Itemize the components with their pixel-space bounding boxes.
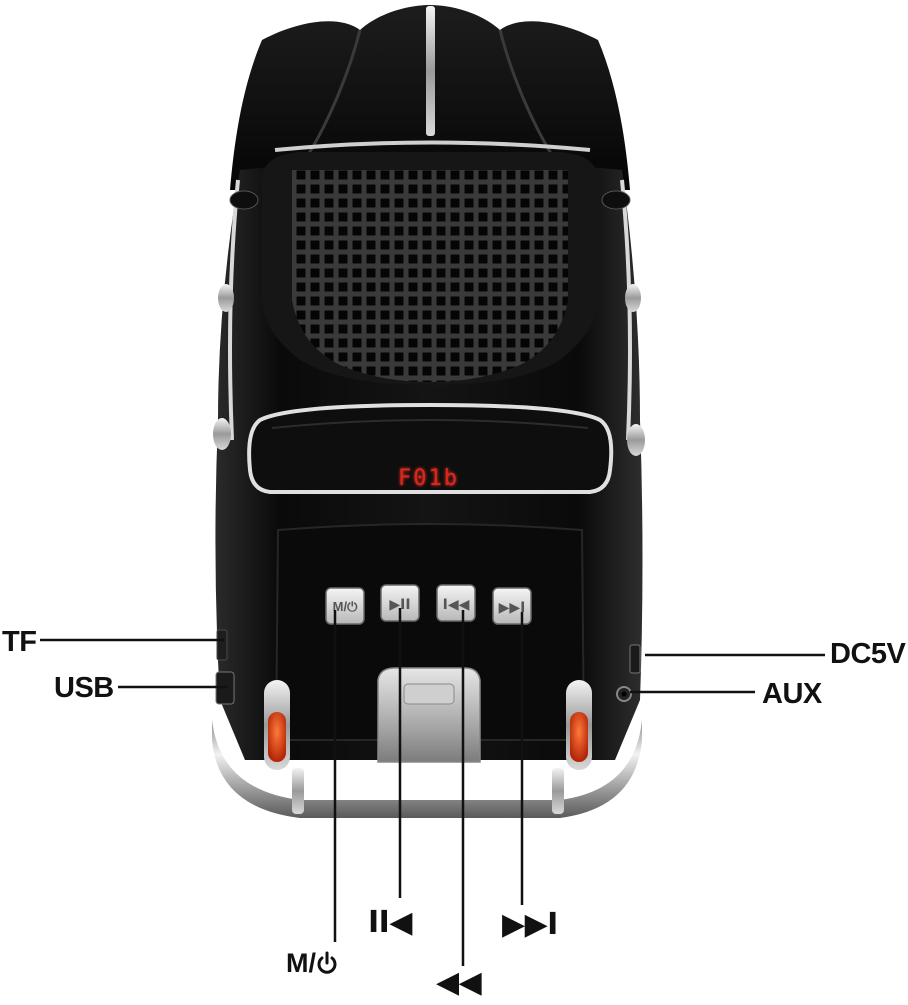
door-handle-right xyxy=(625,284,641,312)
rear-handle xyxy=(377,667,481,763)
door-handle-left xyxy=(218,284,234,312)
previous-button[interactable]: I◀◀ xyxy=(436,584,476,622)
speaker-grille xyxy=(262,152,598,385)
mode-power-button[interactable]: M/⏻ xyxy=(325,587,365,625)
previous-glyph: I◀◀ xyxy=(443,597,470,613)
chrome-bumper xyxy=(212,720,642,818)
bumper-guard-left xyxy=(292,768,304,814)
label-tf: TF xyxy=(2,626,37,658)
port-aux[interactable] xyxy=(616,686,632,702)
rear-panel xyxy=(274,523,586,741)
port-dc5v[interactable] xyxy=(629,644,641,674)
bumper-guard-right xyxy=(552,768,564,814)
roof-chrome-strip xyxy=(426,6,435,136)
label-play-pause: II◀ xyxy=(368,905,412,940)
mode-power-glyph: M/⏻ xyxy=(333,599,358,614)
label-mode-power: M/ xyxy=(286,948,338,979)
tail-light-right xyxy=(566,680,592,770)
callout-lines xyxy=(40,608,825,966)
play-pause-glyph: ▶II xyxy=(389,597,410,613)
label-next: ▶▶I xyxy=(502,907,558,942)
label-dc5v: DC5V xyxy=(830,638,906,670)
label-previous: ◀◀ xyxy=(436,965,482,1000)
port-tf-slot[interactable] xyxy=(216,629,228,661)
next-button[interactable]: ▶▶I xyxy=(492,587,532,625)
led-display-readout: F01b xyxy=(398,466,459,491)
power-icon xyxy=(317,951,337,974)
display-panel xyxy=(247,402,614,494)
next-glyph: ▶▶I xyxy=(499,600,526,616)
car-roof xyxy=(230,5,630,190)
label-mode-power-text: M/ xyxy=(286,948,316,978)
mirror-right xyxy=(627,424,645,456)
label-usb: USB xyxy=(54,672,114,704)
label-aux: AUX xyxy=(762,678,822,710)
mirror-left xyxy=(213,418,231,450)
tail-light-left xyxy=(264,680,290,770)
